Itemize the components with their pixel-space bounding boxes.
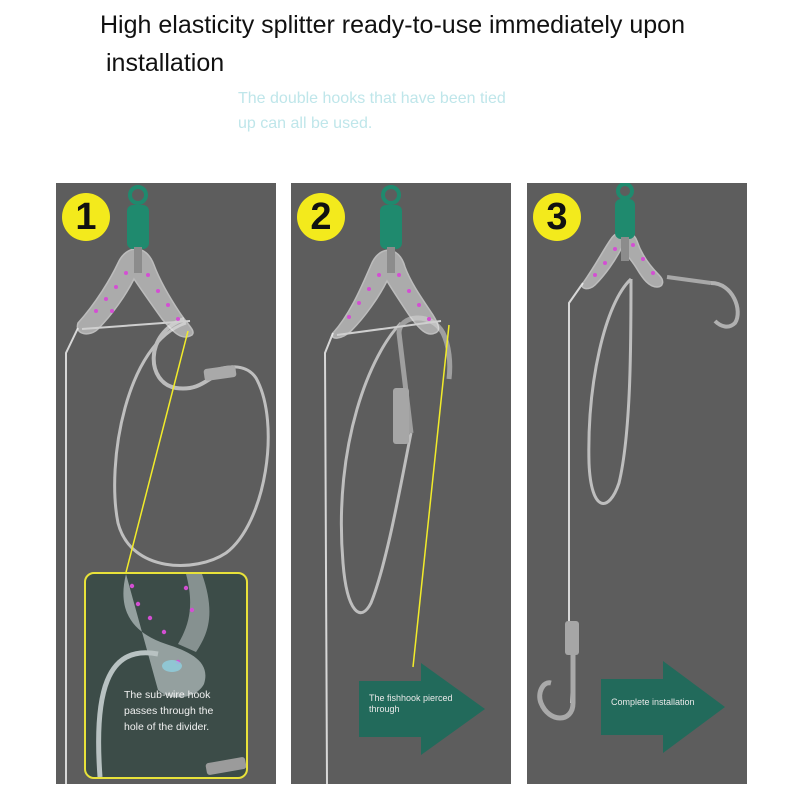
top-hook [710,281,740,329]
swivel-pin [621,237,629,261]
step-2-arrow: The fishhook pierced through [359,663,485,755]
inset-hook [96,650,159,777]
headline-line-2: installation [106,49,225,77]
main-line [323,332,334,784]
swivel-ring [381,185,401,205]
step-3-panel: 3 Complete installation [527,183,747,784]
inset-illustration [96,574,246,777]
arrow-label-line: The fishhook pierced [369,693,453,703]
inset-dots [129,583,195,665]
splitter-body [76,248,194,338]
crimp-sleeve [203,365,237,381]
step-1-inset: The sub-wire hook passes through the hol… [84,572,248,779]
splitter-body [331,249,440,339]
step-3-badge: 3 [533,193,581,241]
main-line [65,327,79,784]
crimp-sleeve [666,275,712,285]
splitter-bar [81,320,191,330]
step-1-panel: 1 The sub-wire hook passes through the h… [56,183,276,784]
hook [151,317,218,391]
arrow-shape [359,663,485,755]
step-3-illustration [537,183,740,721]
arrow-label-line: through [369,704,400,714]
headline: High elasticity splitter ready-to-use im… [100,6,780,82]
faded-subtitle-line-1: The double hooks that have been tied [238,90,506,107]
bottom-hook [537,655,576,721]
splitter-bar [336,320,442,336]
swivel-pin [134,247,142,273]
step-1-badge: 1 [62,193,110,241]
inset-splitter [123,574,206,698]
step-2-panel: 2 The fishhook pierced through [291,183,511,784]
crimp-sleeve [393,388,409,444]
pointer-line [121,330,189,589]
swivel-ring [616,183,634,200]
bottom-crimp [565,621,579,655]
swivel-body [127,205,149,249]
swivel-ring [128,185,148,205]
arrow-shape [601,661,725,753]
step-2-illustration [323,185,453,784]
step-1-illustration [65,185,270,784]
caption-line: hole of the divider. [124,721,210,733]
inset-crimp [205,757,246,775]
leader-loop [339,321,413,615]
step-3-arrow-label: Complete installation [611,697,695,707]
splitter-dots [347,273,431,321]
splitter-dots [94,271,180,321]
splitter-dots [593,243,655,277]
faded-subtitle-line-2: up can all be used. [238,115,373,132]
inset-hole [162,660,182,672]
faded-subtitle: The double hooks that have been tied up … [238,86,568,136]
step-3-arrow: Complete installation [601,661,725,753]
caption-line: The sub-wire hook [124,689,211,701]
headline-line-1: High elasticity splitter ready-to-use im… [100,11,685,39]
step-1-caption: The sub-wire hook passes through the hol… [124,687,244,735]
swivel-pin [387,247,395,273]
pointer-line [412,324,450,668]
caption-line: passes through the [124,705,214,717]
hook [396,315,453,434]
swivel-body [615,199,635,239]
step-2-arrow-label: The fishhook pierced through [369,693,469,715]
step-2-badge: 2 [297,193,345,241]
leader-loop [587,277,633,505]
inset-splitter-arm [178,574,210,652]
swivel-body [380,205,402,249]
leader-loop [113,321,270,567]
